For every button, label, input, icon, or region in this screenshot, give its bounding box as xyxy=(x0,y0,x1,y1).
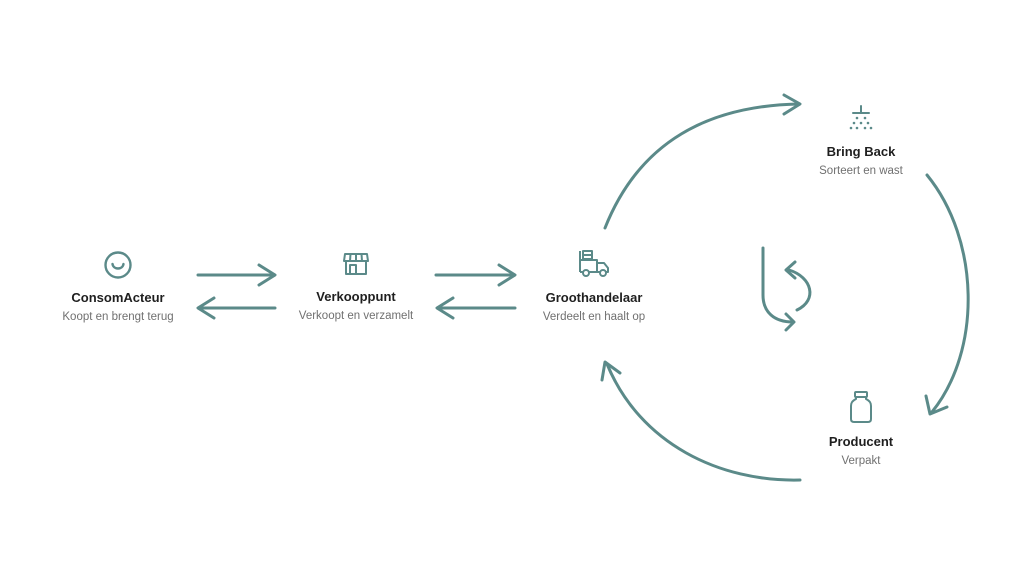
producer-subtitle: Verpakt xyxy=(841,455,881,467)
arrow-shop-to-wholesaler xyxy=(434,263,517,287)
arrow-consumer-to-shop xyxy=(196,263,277,287)
storefront-icon xyxy=(343,253,369,275)
shop-subtitle: Verkoopt en verzamelt xyxy=(298,310,414,322)
bringback-subtitle: Sorteert en wast xyxy=(819,165,903,177)
wholesaler-subtitle: Verdeelt en haalt op xyxy=(542,311,646,323)
producer-title: Producent xyxy=(828,434,894,449)
arc-bringback-to-producer xyxy=(924,173,970,416)
jar-icon xyxy=(850,391,872,423)
node-consumer: ConsomActeur Koopt en brengt terug xyxy=(18,250,218,324)
arc-wholesaler-to-bringback xyxy=(603,93,802,230)
shop-title: Verkooppunt xyxy=(316,289,396,304)
bringback-title: Bring Back xyxy=(826,144,896,159)
arc-producer-to-wholesaler xyxy=(600,360,802,482)
shower-icon xyxy=(849,105,873,130)
wholesaler-title: Groothandelaar xyxy=(545,290,643,305)
node-shop: Verkooppunt Verkoopt en verzamelt xyxy=(256,249,456,323)
arrow-wholesaler-to-shop xyxy=(435,296,517,320)
node-wholesaler: Groothandelaar Verdeelt en haalt op xyxy=(494,248,694,324)
node-producer: Producent Verpakt xyxy=(761,390,961,468)
cycle-icon xyxy=(761,246,812,332)
arrow-shop-to-consumer xyxy=(196,296,277,320)
consumer-subtitle: Koopt en brengt terug xyxy=(62,311,174,323)
delivery-truck-icon xyxy=(579,250,609,277)
smiley-icon xyxy=(104,251,132,279)
node-bringback: Bring Back Sorteert en wast xyxy=(761,104,961,178)
consumer-title: ConsomActeur xyxy=(71,290,165,305)
